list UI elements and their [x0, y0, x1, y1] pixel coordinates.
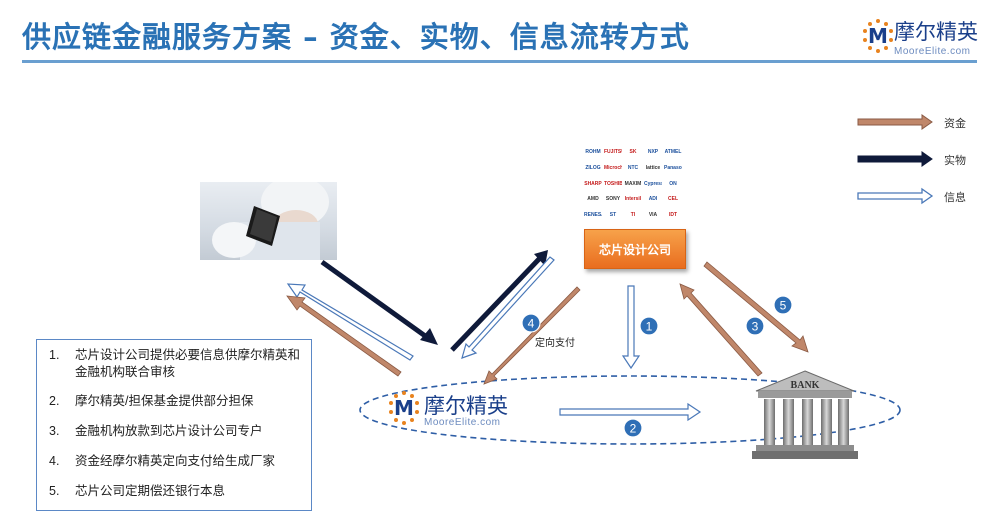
step-number: 4. — [49, 454, 60, 468]
step-badge-3: 3 — [745, 316, 765, 336]
partner-logo: IDT — [668, 212, 678, 219]
funds-arrow-icon — [857, 114, 933, 130]
partner-logo: TI — [630, 212, 636, 219]
partner-logo: ON — [669, 180, 677, 187]
goods-arrow-factory-to-moore — [320, 259, 438, 345]
svg-text:4: 4 — [528, 317, 535, 331]
partner-logo: ZILOG — [585, 164, 601, 171]
partner-logo: ATMEL — [664, 149, 682, 155]
page-title: 供应链金融服务方案 – 资金、实物、信息流转方式 — [22, 20, 690, 54]
process-step: 4. 资金经摩尔精英定向支付给生成厂家 — [49, 453, 307, 470]
partner-logos-grid: ROHM FUJITSU SK NXP ATMEL ZILOG Microchi… — [584, 148, 682, 224]
partner-logo: lattice — [645, 164, 661, 171]
partner-logo: ADI — [648, 196, 658, 203]
legend-label: 资金 — [944, 118, 966, 130]
cooperation-ellipse — [359, 375, 901, 445]
step-text: 芯片设计公司提供必要信息供摩尔精英和金融机构联合审核 — [75, 348, 301, 379]
legend-info: 信息 — [856, 187, 996, 207]
info-arrow-icon — [857, 187, 934, 205]
brand-name-en: MooreElite.com — [424, 417, 501, 428]
partner-logo: RENESAS — [584, 212, 602, 219]
partner-logo: SONY — [605, 196, 621, 203]
goods-arrow-icon — [857, 151, 933, 167]
funds-arrow-chip-to-moore — [483, 286, 581, 385]
info-arrow-step1 — [621, 285, 641, 370]
brand-logo: M 摩尔精英 MooreElite.com — [862, 16, 982, 60]
brand-m-icon: M — [863, 19, 893, 53]
funds-arrow-step3 — [679, 283, 763, 377]
chip-company-node: 芯片设计公司 — [584, 229, 686, 269]
brand-name-en: MooreElite.com — [894, 46, 971, 57]
partner-logo: Cypress — [644, 180, 662, 187]
process-step: 2. 摩尔精英/担保基金提供部分担保 — [49, 393, 307, 410]
partner-logo: AMD — [587, 196, 599, 203]
partner-logo: SK — [629, 149, 637, 155]
svg-text:2: 2 — [630, 422, 637, 436]
process-step: 5. 芯片公司定期偿还银行本息 — [49, 483, 307, 500]
step-badge-1: 1 — [639, 316, 659, 336]
brand-m-letter: M — [868, 24, 888, 48]
bank-sign: BANK — [791, 380, 820, 391]
legend-label: 实物 — [944, 155, 966, 167]
partner-logo: VIA — [648, 212, 658, 219]
step-badge-5: 5 — [773, 295, 793, 315]
partner-logo: Panasonic — [664, 164, 682, 171]
step-text: 芯片公司定期偿还银行本息 — [75, 484, 226, 498]
partner-logo: TOSHIBA — [604, 180, 622, 187]
step-badge-2: 2 — [623, 418, 643, 438]
brand-name-cn: 摩尔精英 — [424, 394, 508, 418]
svg-text:3: 3 — [752, 320, 759, 334]
brand-m-letter: M — [394, 396, 414, 420]
funds-arrow-moore-to-factory — [286, 295, 402, 377]
funds-arrow-step5 — [703, 261, 809, 353]
step-number: 3. — [49, 424, 60, 438]
svg-text:5: 5 — [780, 299, 787, 313]
legend-funds: 资金 — [856, 113, 996, 133]
partner-logo: MAXIM — [624, 180, 642, 187]
partner-logo: Intersil — [624, 196, 642, 203]
step-number: 5. — [49, 484, 60, 498]
step-number: 2. — [49, 394, 60, 408]
process-step: 1. 芯片设计公司提供必要信息供摩尔精英和金融机构联合审核 — [49, 347, 307, 381]
step-text: 金融机构放款到芯片设计公司专户 — [75, 424, 263, 438]
partner-logo: NXP — [647, 149, 659, 155]
partner-logo: Microchip — [604, 164, 622, 171]
info-arrow-moore-to-factory — [286, 283, 414, 361]
partner-logo: ST — [609, 212, 617, 219]
step-text: 资金经摩尔精英定向支付给生成厂家 — [75, 454, 276, 468]
bank-building-icon: BANK — [752, 370, 858, 459]
partner-logo: SHARP — [584, 180, 602, 187]
partner-logo: ROHM — [585, 149, 601, 155]
svg-text:1: 1 — [646, 320, 653, 334]
step-number: 1. — [49, 348, 60, 362]
step-text: 摩尔精英/担保基金提供部分担保 — [75, 394, 254, 408]
goods-arrow-moore-to-chip — [450, 250, 548, 352]
legend-label: 信息 — [944, 192, 966, 204]
title-divider — [22, 60, 977, 63]
manufacturer-photo — [200, 182, 337, 260]
info-arrow-chip-to-moore — [461, 256, 555, 359]
directed-payment-label: 定向支付 — [535, 338, 575, 349]
info-arrow-step2 — [559, 402, 702, 422]
cleanroom-worker-image — [212, 182, 329, 260]
partner-logo: NTC — [627, 164, 639, 171]
partner-logo: FUJITSU — [604, 149, 622, 155]
process-step: 3. 金融机构放款到芯片设计公司专户 — [49, 423, 307, 440]
moore-elite-node: M 摩尔精英 MooreElite.com — [388, 388, 518, 434]
step-badge-4: 4 — [521, 313, 541, 333]
bank-node: BANK — [750, 369, 860, 461]
brand-name-cn: 摩尔精英 — [894, 20, 978, 44]
process-steps-panel: 1. 芯片设计公司提供必要信息供摩尔精英和金融机构联合审核 2. 摩尔精英/担保… — [36, 339, 312, 511]
brand-m-icon: M — [389, 391, 419, 425]
partner-logo: CEL — [668, 196, 678, 203]
legend-goods: 实物 — [856, 150, 996, 170]
